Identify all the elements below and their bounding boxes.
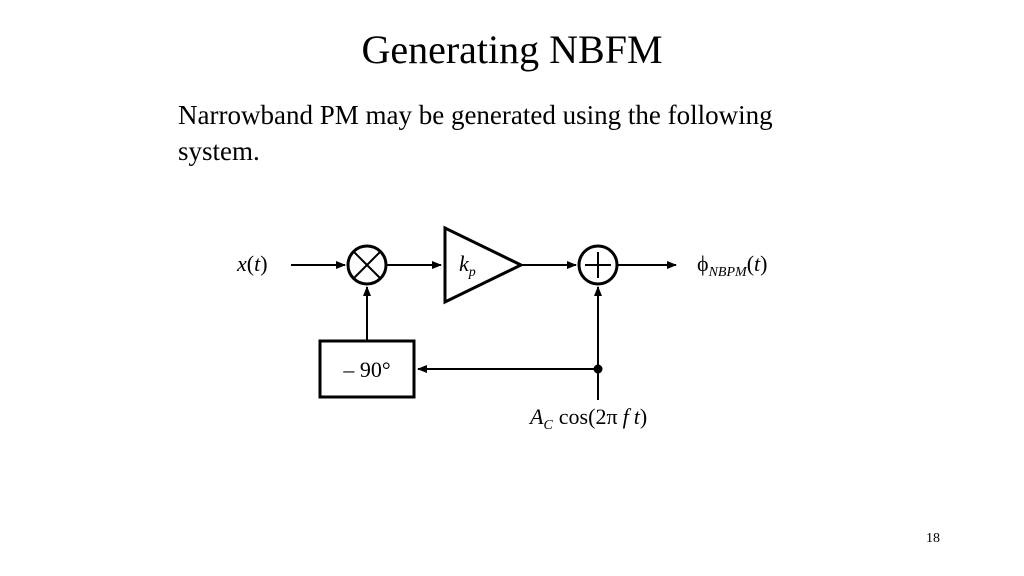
multiplier-node xyxy=(346,244,388,286)
slide-title: Generating NBFM xyxy=(361,27,663,72)
adder-node xyxy=(577,244,619,286)
body-text: Narrowband PM may be generated using the… xyxy=(178,100,773,166)
page-number: 18 xyxy=(926,531,940,546)
gain-block xyxy=(443,225,525,305)
gain-label: kp xyxy=(459,251,476,280)
input-label: x(t) xyxy=(236,251,268,276)
phase-shift-label: – 90° xyxy=(342,357,390,382)
output-label: ϕNBPM(t) xyxy=(697,251,767,280)
phase-shift-block xyxy=(318,339,416,399)
